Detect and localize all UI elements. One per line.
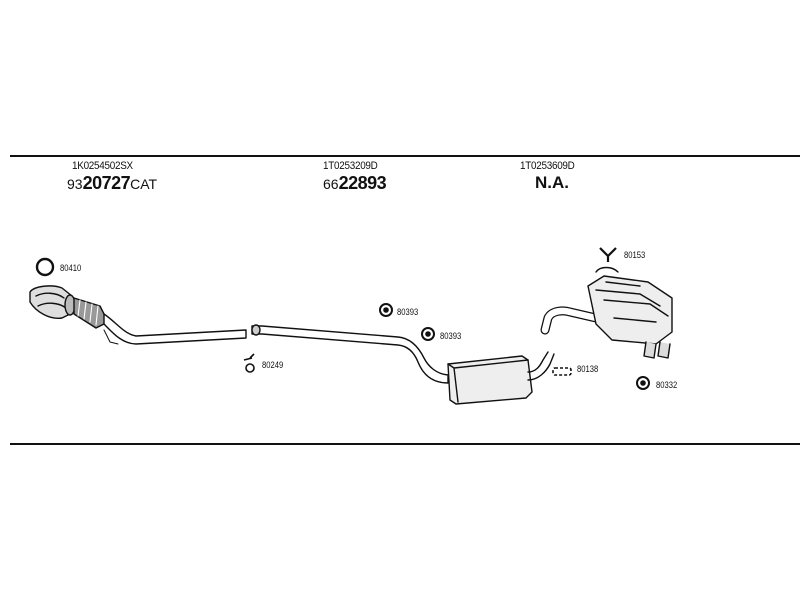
mounting-bracket-icon xyxy=(599,247,617,262)
middle-silencer xyxy=(447,351,555,405)
section-catalytic-converter: 1K0254502SX 9320727CAT xyxy=(67,160,157,194)
oem-number: 1T0253609D xyxy=(520,160,575,172)
part-label-80138: 80138 xyxy=(577,364,599,374)
front-pipe xyxy=(103,313,247,345)
gasket-ring-icon xyxy=(35,257,55,277)
catalytic-converter xyxy=(29,285,76,319)
part-label-80410: 80410 xyxy=(60,263,82,273)
tail-pipe-trim-icon xyxy=(636,376,650,390)
section-rear-silencer: 1T0253609D N.A. xyxy=(520,160,581,193)
part-number: 6622893 xyxy=(323,173,387,193)
clamp-icon xyxy=(243,353,255,373)
part-label-80393-lower: 80393 xyxy=(440,331,462,341)
part-number: 9320727CAT xyxy=(67,173,158,193)
rear-silencer xyxy=(540,266,673,359)
hose-clamp-icon xyxy=(552,367,572,376)
part-label-80153: 80153 xyxy=(624,250,646,260)
part-label-80249: 80249 xyxy=(262,360,284,370)
oem-number: 1T0253209D xyxy=(323,160,378,172)
rubber-hanger-icon-2 xyxy=(421,327,435,341)
part-label-80332: 80332 xyxy=(656,380,678,390)
part-label-80393-upper: 80393 xyxy=(397,307,419,317)
part-number-na: N.A. xyxy=(535,173,569,192)
top-divider xyxy=(10,155,800,157)
oem-number: 1K0254502SX xyxy=(72,160,133,172)
middle-pipe xyxy=(251,325,449,384)
bottom-divider xyxy=(10,443,800,445)
flex-pipe xyxy=(73,297,109,329)
rubber-hanger-icon xyxy=(379,303,393,317)
section-middle-silencer: 1T0253209D 6622893 xyxy=(323,160,387,194)
